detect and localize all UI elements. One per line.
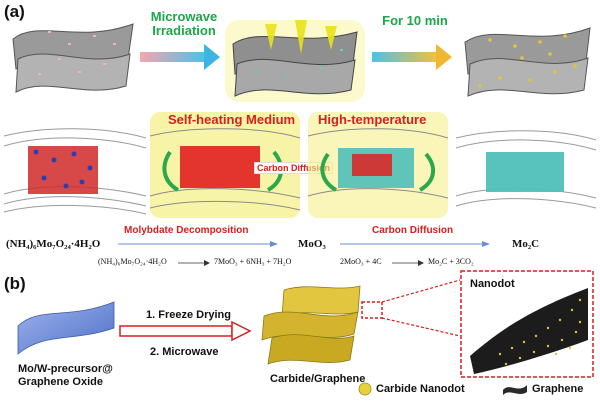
microwave-label: 2. Microwave	[150, 346, 219, 358]
carbide-nanodot-legend-icon	[358, 382, 372, 396]
step-10min-label: For 10 min	[382, 13, 448, 28]
legend-carbide-label: Carbide Nanodot	[376, 383, 465, 395]
freeze-drying-label: 1. Freeze Drying	[146, 309, 231, 321]
step-microwave-label: Microwave Irradiation	[150, 9, 218, 38]
panel-a-label: (a)	[4, 2, 25, 21]
arrow-carbon-diffusion	[340, 241, 490, 247]
carbide-graphene-stack	[261, 285, 361, 365]
mo2c-label: Mo₂C	[512, 238, 540, 250]
high-temperature-label: High-temperature	[318, 112, 427, 127]
zoom-callout-lines	[361, 279, 461, 337]
precursor-label: Mo/W-precursor@ Graphene Oxide	[18, 363, 113, 388]
moo3-label: MoO₃	[298, 238, 326, 250]
eq-left-main: (NH₄)₆Mo₇O₂₄·4H₂O	[6, 238, 101, 250]
graphene-sheets-irradiated	[225, 20, 365, 102]
graphene-legend-icon	[503, 385, 527, 395]
lattice-mo2c	[455, 130, 597, 209]
nanodot-zoom-box	[460, 270, 594, 378]
carbon-diffusion-eq-label: Carbon Diffusion	[372, 225, 454, 236]
sub-eq1-left: (NH₄)₆Mo₇O₂₄·4H₂O	[98, 257, 167, 266]
arrow-process	[119, 320, 252, 342]
sub-eq2-left: 2MoO₃ + 4C	[340, 257, 382, 266]
arrow-sub-eq1	[178, 260, 210, 266]
arrow-decomposition	[118, 241, 278, 247]
lattice-molybdate	[3, 128, 147, 215]
sub-eq2-right: Mo₂C + 3CO₂	[428, 257, 474, 266]
carbide-graphene-label: Carbide/Graphene	[270, 373, 366, 385]
arrow-microwave	[140, 44, 220, 70]
lattice-self-heating	[149, 112, 301, 218]
precursor-sheet	[17, 301, 115, 355]
molybdate-decomposition-label: Molybdate Decomposition	[124, 225, 249, 236]
sub-eq1-right: 7MoO₃ + 6NH₃ + 7H₂O	[214, 257, 292, 266]
self-heating-label: Self-heating Medium	[168, 112, 296, 127]
lattice-high-temperature	[307, 112, 449, 218]
panel-b-label: (b)	[4, 274, 26, 293]
nanodot-label: Nanodot	[470, 278, 515, 290]
graphene-sheets-carbide	[464, 27, 591, 97]
arrow-sub-eq2	[392, 260, 424, 266]
graphene-sheets-initial	[12, 23, 134, 93]
arrow-10min	[372, 44, 452, 70]
legend-graphene-label: Graphene	[532, 383, 584, 395]
